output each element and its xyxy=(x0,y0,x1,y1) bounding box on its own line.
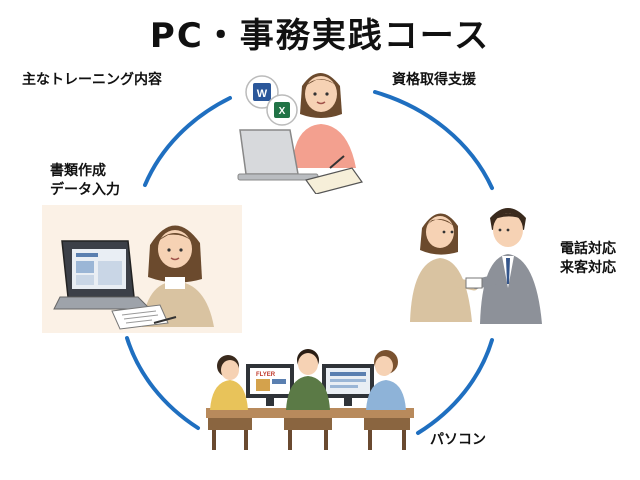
svg-text:FLYER: FLYER xyxy=(256,372,276,378)
phone-label-line2: 来客対応 xyxy=(560,260,616,276)
document-paper-icon xyxy=(111,304,177,330)
monitor-icon xyxy=(322,364,374,406)
laptop-icon xyxy=(237,129,319,181)
documents-label: 書類作成 データ入力 xyxy=(50,162,120,200)
certification-label: 資格取得支援 xyxy=(392,72,476,88)
business-card-icon xyxy=(465,277,483,289)
pc-illustration: FLYER xyxy=(206,349,414,450)
documents-label-line2: データ入力 xyxy=(50,182,120,198)
documents-illustration xyxy=(53,225,214,330)
svg-text:W: W xyxy=(257,88,268,100)
phone-reception-illustration xyxy=(410,208,542,324)
ring-arc-top-left xyxy=(143,96,232,187)
documents-label-line1: 書類作成 xyxy=(50,163,106,179)
desk xyxy=(206,408,414,418)
ring-arc-bottom-left xyxy=(125,336,200,430)
page-title: PC・事務実践コース xyxy=(149,16,491,56)
monitor-icon: FLYER xyxy=(246,364,294,406)
excel-icon: X xyxy=(266,94,298,126)
notebook-icon xyxy=(305,155,363,194)
certification-illustration: W X xyxy=(237,73,363,194)
ring-arc-top-right xyxy=(373,90,494,190)
pc-label: パソコン xyxy=(430,432,486,448)
person-blue xyxy=(364,350,410,450)
laptop-icon xyxy=(53,240,152,310)
person-green xyxy=(284,349,332,450)
person-yellow xyxy=(208,355,252,450)
phone-label: 電話対応 来客対応 xyxy=(560,240,616,278)
man-figure xyxy=(471,208,542,324)
svg-text:X: X xyxy=(279,106,286,117)
woman-figure xyxy=(410,213,479,322)
woman-figure xyxy=(292,73,356,168)
phone-label-line1: 電話対応 xyxy=(560,241,616,257)
ring-arc-bottom-right xyxy=(416,338,494,435)
main-contents-label: 主なトレーニング内容 xyxy=(22,72,162,88)
